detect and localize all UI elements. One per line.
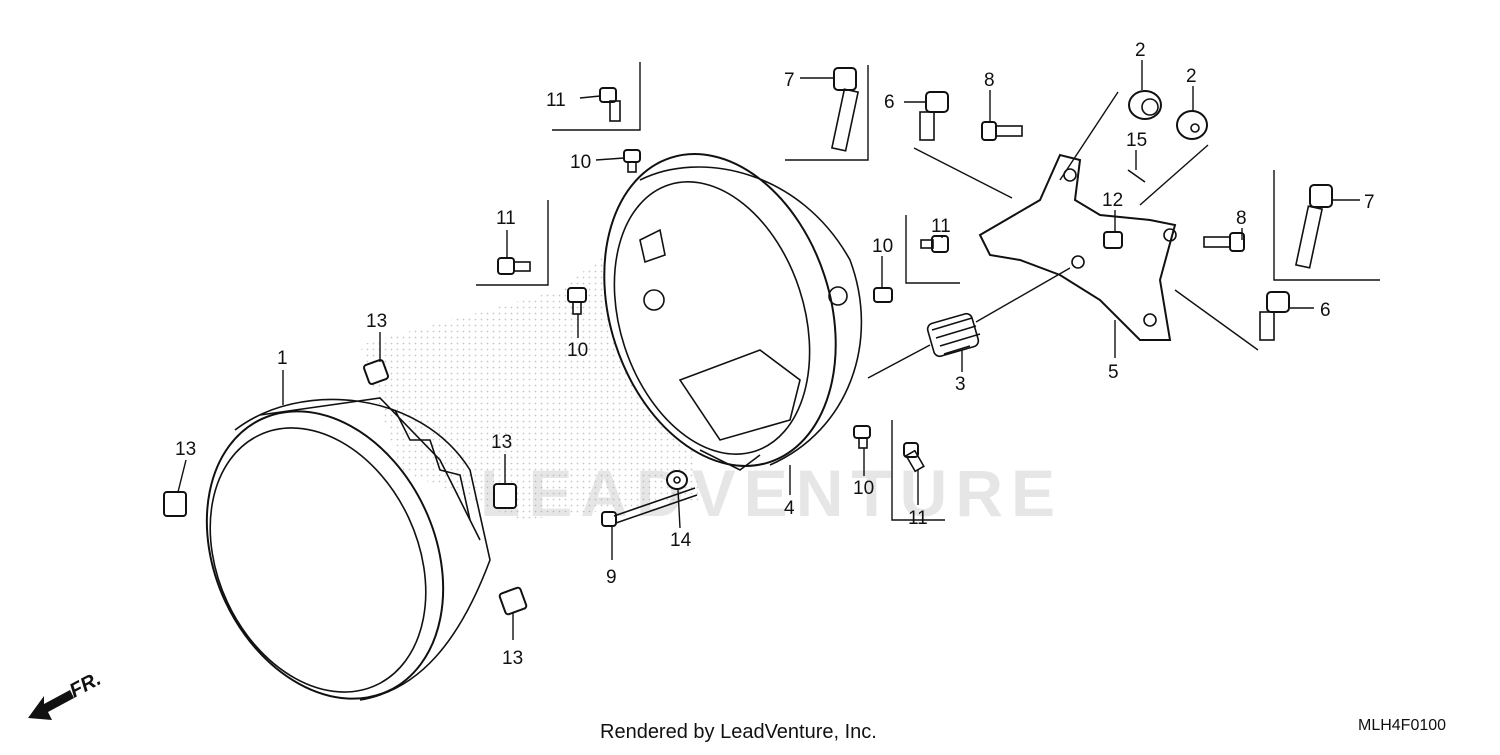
bolt-7b — [1294, 184, 1333, 269]
clip-13b — [163, 491, 187, 517]
callout-15: 15 — [1126, 130, 1147, 151]
rubber-2b — [1176, 110, 1208, 140]
clip-13d — [498, 586, 528, 616]
callout-4: 4 — [784, 498, 795, 519]
screw-10b — [567, 287, 587, 315]
group-bracket-11b — [476, 200, 549, 286]
bolt-8a — [981, 121, 1023, 141]
callout-11c: 11 — [931, 216, 951, 237]
callout-14: 14 — [670, 530, 692, 551]
screw-10d — [853, 425, 871, 449]
screw-11b — [497, 257, 531, 275]
screw-10a — [623, 149, 641, 173]
callout-9: 9 — [606, 567, 617, 588]
pin-15 — [1127, 169, 1146, 183]
washer-14 — [666, 470, 688, 490]
callout-10b: 10 — [872, 236, 893, 257]
callout-8a: 8 — [984, 70, 995, 91]
callout-13d: 13 — [502, 648, 523, 669]
bolt-6b — [1259, 291, 1290, 341]
callout-7a: 7 — [784, 70, 795, 91]
headlight-case — [603, 153, 863, 471]
headlight-bracket — [978, 153, 1177, 341]
bolt-7a — [830, 67, 860, 152]
group-bracket-11d — [891, 420, 945, 521]
clip-13a — [363, 359, 389, 385]
group-bracket-7b — [1273, 170, 1380, 281]
callout-11a: 11 — [546, 90, 566, 111]
group-bracket-7a — [785, 65, 869, 161]
group-bracket-11a — [552, 62, 641, 131]
footer-credit: Rendered by LeadVenture, Inc. — [600, 721, 877, 743]
group-bracket-11c — [905, 215, 960, 284]
callout-6b: 6 — [1320, 300, 1331, 321]
collar-12 — [1103, 231, 1123, 249]
spring — [926, 312, 981, 358]
callout-7b: 7 — [1364, 192, 1375, 213]
drawing-code: MLH4F0100 — [1358, 717, 1446, 734]
callout-10a: 10 — [570, 152, 591, 173]
front-arrow-icon — [28, 690, 74, 720]
screw-11d — [903, 442, 925, 473]
screw-10c — [873, 287, 893, 303]
bolt-9 — [601, 487, 698, 527]
callout-12: 12 — [1102, 190, 1123, 211]
callout-13a: 13 — [366, 311, 387, 332]
leader-lines — [177, 60, 1360, 640]
callout-5: 5 — [1108, 362, 1119, 383]
callout-10c: 10 — [567, 340, 588, 361]
callout-13b: 13 — [175, 439, 196, 460]
bolt-6a — [919, 91, 949, 141]
screw-11a — [599, 87, 621, 122]
callout-3: 3 — [955, 374, 966, 395]
callout-11b: 11 — [496, 208, 516, 229]
callout-1: 1 — [277, 348, 288, 369]
clip-13c — [493, 483, 517, 509]
callout-2b: 2 — [1186, 66, 1197, 87]
bolt-8b — [1203, 232, 1245, 252]
callout-13c: 13 — [491, 432, 512, 453]
screw-11c — [920, 235, 949, 253]
callout-10d: 10 — [853, 478, 874, 499]
rubber-2a — [1128, 90, 1162, 120]
callout-11d: 11 — [908, 508, 928, 529]
front-direction-indicator: FR. — [28, 668, 105, 720]
callout-2a: 2 — [1135, 40, 1146, 61]
headlight-unit — [205, 397, 491, 701]
callout-6a: 6 — [884, 92, 895, 113]
callout-8b: 8 — [1236, 208, 1247, 229]
